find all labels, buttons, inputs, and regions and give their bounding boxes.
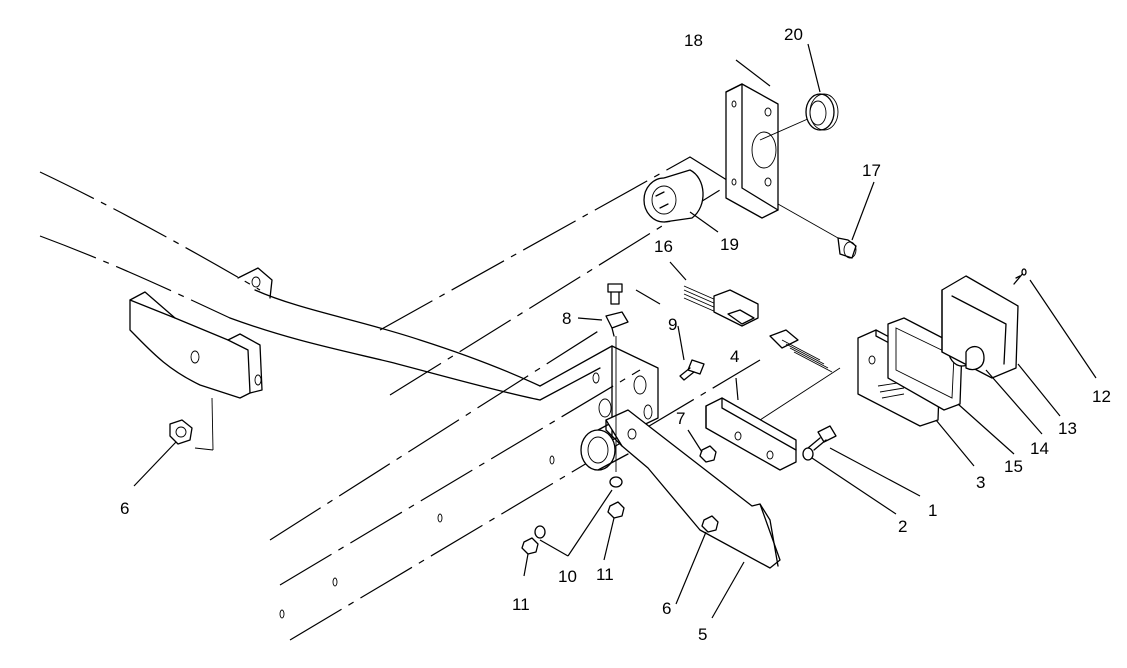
bolt-9-upper bbox=[607, 283, 623, 305]
washer-10a bbox=[534, 525, 546, 539]
callout-13: 13 bbox=[1058, 419, 1077, 438]
callout-9-upper: 9 bbox=[668, 315, 677, 334]
callout-2: 2 bbox=[898, 517, 907, 536]
leader-lines bbox=[133, 43, 1097, 619]
callout-12: 12 bbox=[1092, 387, 1111, 406]
hex-nut-left bbox=[169, 419, 193, 445]
callout-8: 8 bbox=[562, 309, 571, 328]
washer-10b bbox=[609, 476, 623, 488]
callout-labels: 18 20 17 19 16 9 8 4 7 1 2 3 15 14 13 12… bbox=[120, 25, 1111, 644]
hex-nut-7 bbox=[699, 445, 717, 463]
ring-nut-20 bbox=[805, 93, 839, 131]
callout-16: 16 bbox=[654, 237, 673, 256]
hex-nut-plate bbox=[701, 515, 719, 533]
callout-5: 5 bbox=[698, 625, 707, 644]
lamp-mount-bracket bbox=[705, 367, 841, 471]
callout-20: 20 bbox=[784, 25, 803, 44]
callout-6-left: 6 bbox=[120, 499, 129, 518]
callout-10: 10 bbox=[558, 567, 577, 586]
clip-8 bbox=[605, 311, 629, 472]
bolt-1 bbox=[807, 425, 837, 451]
hex-nut-11b bbox=[607, 501, 625, 519]
callout-7: 7 bbox=[676, 409, 685, 428]
hex-nut-11a bbox=[521, 537, 539, 555]
callout-1: 1 bbox=[928, 501, 937, 520]
wire-harness-16 bbox=[683, 285, 833, 373]
callout-19: 19 bbox=[720, 235, 739, 254]
callout-3: 3 bbox=[976, 473, 985, 492]
callout-15: 15 bbox=[1004, 457, 1023, 476]
screw-12 bbox=[1013, 268, 1027, 285]
socket-bracket-18 bbox=[725, 83, 839, 239]
left-frame-bracket bbox=[129, 267, 273, 451]
callout-6-plate: 6 bbox=[662, 599, 671, 618]
license-plate-bracket bbox=[605, 409, 781, 569]
callout-4: 4 bbox=[730, 347, 739, 366]
callout-11-left: 11 bbox=[512, 595, 530, 614]
callout-18: 18 bbox=[684, 31, 703, 50]
trailer-socket-19 bbox=[643, 169, 704, 223]
lamp-cover-13 bbox=[941, 275, 1019, 379]
bolt-9-lower bbox=[679, 359, 705, 381]
bolt-17 bbox=[837, 237, 857, 259]
washer-2 bbox=[802, 447, 814, 461]
callout-11-right: 11 bbox=[596, 565, 614, 584]
callout-17: 17 bbox=[862, 161, 881, 180]
frame-rail bbox=[39, 156, 761, 641]
callout-14: 14 bbox=[1030, 439, 1049, 458]
